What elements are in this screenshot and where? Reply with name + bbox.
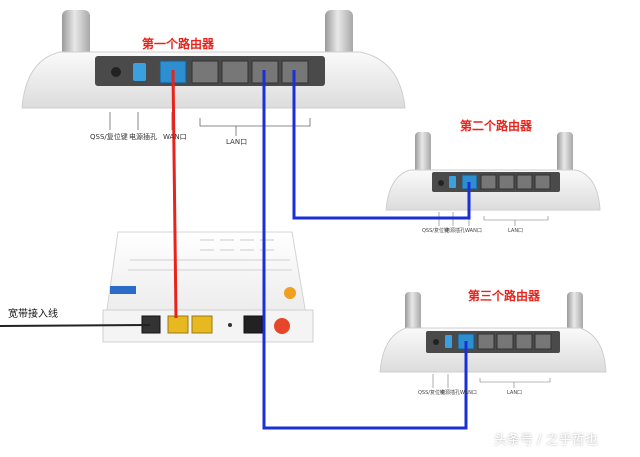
router-1-label-leaders: [109, 112, 311, 136]
modem-power-button: [274, 318, 290, 334]
modem-vents: [128, 239, 292, 271]
router-2-power-jack: [449, 176, 456, 188]
router-3-label-leaders: [432, 374, 551, 388]
router-1: [21, 10, 406, 136]
router-1-power-jack: [133, 63, 146, 81]
router-2-qss-button: [438, 180, 444, 186]
modem-brand-logo: [110, 286, 136, 294]
router-2: [385, 132, 601, 226]
router-2-lan-port-4: [534, 174, 551, 190]
wan-cable-red: [171, 69, 178, 319]
router-3-lan-label: LAN口: [507, 390, 523, 396]
broadband-cable: [0, 324, 151, 327]
lan-cable-to-router-2: [292, 70, 471, 220]
router-3-lan-port-2: [496, 333, 514, 350]
router-2-qss-label: QSS/复位键: [422, 228, 449, 234]
watermark: 头条号 / 之乎哲也: [494, 433, 598, 448]
router-2-lan-label: LAN口: [508, 228, 524, 234]
router-2-power-label: 电源插孔: [445, 228, 466, 234]
router-3: [379, 292, 607, 388]
router-2-title: 第二个路由器: [460, 119, 533, 133]
router-1-lan-port-1: [191, 60, 219, 84]
router-1-qss-button: [111, 67, 121, 77]
router-3-qss-button: [433, 339, 439, 345]
router-3-qss-label: QSS/复位键: [418, 390, 445, 396]
router-1-wan-label: WAN口: [163, 133, 187, 141]
router-3-lan-port-3: [515, 333, 533, 350]
router-2-wan-label: WAN口: [465, 228, 482, 234]
modem-power-socket: [243, 315, 263, 334]
modem-yellow-port-2: [191, 315, 213, 334]
modem-reset-hole: [228, 323, 232, 327]
modem-badge-logo: [284, 287, 296, 299]
router-3-wan-label: WAN口: [460, 390, 477, 396]
modem-yellow-port-1: [167, 315, 189, 334]
router-2-lan-port-2: [498, 174, 515, 190]
broadband-line-label: 宽带接入线: [8, 309, 58, 320]
router-2-lan-port-1: [480, 174, 497, 190]
lan-cable-to-router-3: [262, 70, 468, 430]
router-3-power-label: 电源插孔: [440, 390, 461, 396]
router-3-title: 第三个路由器: [468, 289, 541, 303]
router-2-lan-port-3: [516, 174, 533, 190]
router-3-lan-port-4: [534, 333, 552, 350]
router-3-lan-port-1: [477, 333, 495, 350]
router-1-lan-label: LAN口: [226, 138, 248, 146]
router-1-qss-label: QSS/复位键: [90, 133, 128, 141]
router-1-lan-port-2: [221, 60, 249, 84]
router-1-title: 第一个路由器: [142, 37, 215, 51]
router-3-power-jack: [445, 335, 452, 348]
router-1-power-label: 电源插孔: [129, 133, 157, 141]
